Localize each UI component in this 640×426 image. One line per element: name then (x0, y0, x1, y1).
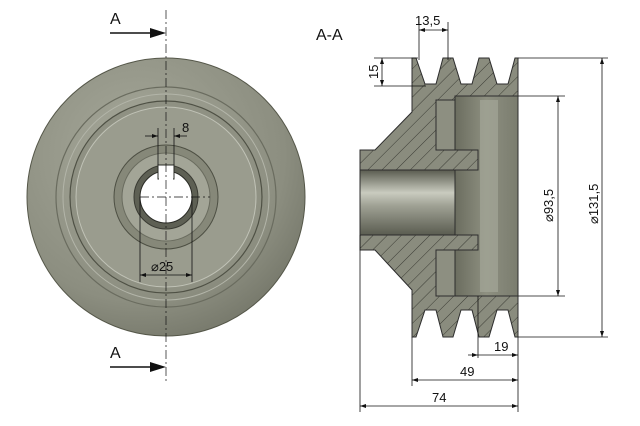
outer-diameter-dimension: ⌀131,5 (518, 57, 608, 338)
lower-section-outline (359, 234, 519, 338)
outer-diameter-label: ⌀131,5 (586, 184, 601, 224)
overall-length-dimension: 74 (359, 235, 518, 412)
recess-highlight (480, 100, 498, 292)
overall-length-label: 74 (432, 390, 446, 405)
section-marker-bottom-label: A (110, 345, 121, 362)
groove-depth-label: 15 (366, 65, 381, 79)
section-marker-bottom: A (110, 345, 166, 372)
rim-width-label: 19 (494, 339, 508, 354)
inner-diameter-label: ⌀93,5 (541, 189, 556, 222)
groove-depth-dimension: 15 (366, 57, 426, 87)
section-view: A-A 13,5 15 (316, 13, 608, 412)
groove-pitch-label: 13,5 (415, 13, 440, 28)
front-view: 8 ⌀25 A A (26, 10, 306, 384)
groove-section-label: 49 (460, 364, 474, 379)
rim-width-dimension: 19 (468, 296, 519, 412)
section-title: A-A (316, 27, 343, 44)
section-marker-top-label: A (110, 11, 121, 28)
section-marker-top: A (110, 11, 166, 38)
keyway-dimension: 8 (145, 120, 189, 165)
groove-pitch-dimension: 13,5 (415, 13, 449, 60)
bore-diameter-label: ⌀25 (151, 259, 173, 274)
keyway-width-label: 8 (182, 120, 189, 135)
lower-shoulder (435, 249, 456, 297)
bore-dimension: ⌀25 (139, 197, 193, 282)
upper-shoulder (435, 99, 456, 151)
groove-section-dimension: 49 (411, 337, 518, 386)
inner-diameter-dimension: ⌀93,5 (518, 95, 565, 297)
